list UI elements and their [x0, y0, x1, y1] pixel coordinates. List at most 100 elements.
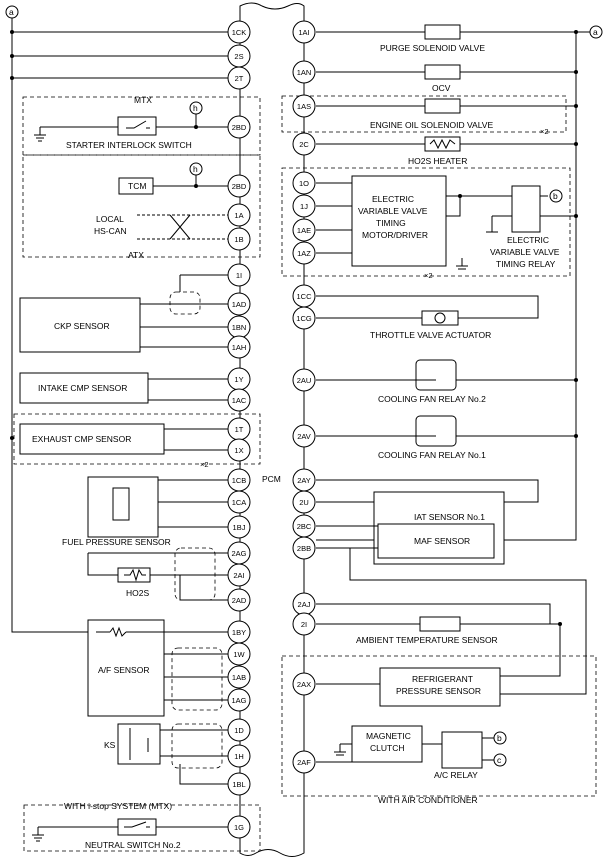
right-pin: 1AN	[292, 60, 316, 84]
left-pin-label: 2S	[234, 52, 243, 61]
left-pin: 1T	[227, 417, 251, 441]
svg-text:THROTTLE VALVE ACTUATOR: THROTTLE VALVE ACTUATOR	[370, 330, 491, 340]
svg-text:COOLING FAN RELAY No.1: COOLING FAN RELAY No.1	[378, 450, 486, 460]
left-pin-label: 1AB	[232, 673, 246, 682]
marker-a-left: a	[5, 5, 19, 19]
marker-a-right: a	[589, 25, 603, 39]
svg-text:ELECTRIC: ELECTRIC	[372, 194, 414, 204]
left-pin-label: 1AC	[232, 396, 247, 405]
right-pin-label: 2AU	[297, 376, 312, 385]
left-pin-label: 1B	[234, 235, 243, 244]
engine-oil-solenoid: ENGINE OIL SOLENOID VALVE ×2	[281, 95, 576, 136]
left-pin: 1CK	[227, 20, 251, 44]
right-pin-label: 1J	[300, 202, 308, 211]
left-pin-label: 1G	[234, 823, 244, 832]
left-pin-label: 1D	[234, 726, 244, 735]
right-pin: 1AE	[292, 218, 316, 242]
svg-text:WITH AIR CONDITIONER: WITH AIR CONDITIONER	[378, 795, 478, 805]
svg-text:EXHAUST CMP SENSOR: EXHAUST CMP SENSOR	[32, 434, 131, 444]
svg-text:COOLING FAN RELAY No.2: COOLING FAN RELAY No.2	[378, 394, 486, 404]
left-pin: 1BL	[227, 772, 251, 796]
right-pin-group: 1AI1AN1AS2C1O1J1AE1AZ1CC1CG2AU2AV2AY2U2B…	[292, 20, 316, 774]
right-pin: 1AZ	[292, 241, 316, 265]
svg-text:MAF SENSOR: MAF SENSOR	[414, 536, 470, 546]
right-pin-label: 2AJ	[298, 600, 311, 609]
left-pin: 2S	[227, 44, 251, 68]
left-pin-label: 1AH	[232, 343, 247, 352]
left-pin-label: 2AG	[231, 549, 246, 558]
ho2s-sensor: HO2S	[87, 547, 228, 601]
svg-text:PURGE SOLENOID VALVE: PURGE SOLENOID VALVE	[380, 43, 485, 53]
atx-group: TCM h LOCAL HS-CAN ATX	[22, 154, 261, 260]
left-pin-label: 1BL	[232, 780, 245, 789]
left-pin-label: 2BD	[232, 123, 247, 132]
right-pin-label: 1CG	[296, 314, 312, 323]
right-pin: 1O	[292, 171, 316, 195]
left-pin: 2T	[227, 66, 251, 90]
svg-text:ELECTRIC: ELECTRIC	[507, 235, 549, 245]
svg-text:b: b	[497, 733, 502, 743]
left-pin-label: 1BJ	[233, 523, 246, 532]
istop-group: WITH i-stop SYSTEM (MTX) NEUTRAL SWITCH …	[23, 801, 261, 852]
left-pin-label: 1CA	[232, 498, 247, 507]
left-pin-label: 2AI	[233, 571, 244, 580]
left-pin: 1AB	[227, 665, 251, 689]
air-conditioner-group: REFRIGERANT PRESSURE SENSOR MAGNETIC CLU…	[281, 624, 597, 805]
right-pin-label: 2AY	[297, 476, 311, 485]
left-pin-label: 1CK	[232, 28, 247, 37]
svg-text:TIMING RELAY: TIMING RELAY	[496, 259, 556, 269]
svg-text:×2: ×2	[424, 271, 433, 280]
svg-text:h: h	[193, 164, 198, 174]
right-pin: 1CG	[292, 306, 316, 330]
right-pin-label: 1O	[299, 179, 309, 188]
svg-text:INTAKE CMP SENSOR: INTAKE CMP SENSOR	[38, 383, 127, 393]
svg-text:×2: ×2	[200, 460, 209, 469]
left-pin-label: 1A	[234, 211, 243, 220]
svg-text:b: b	[553, 191, 558, 201]
right-pin-label: 1AN	[297, 68, 312, 77]
right-pin: 2BC	[292, 514, 316, 538]
left-pin-label: 1BY	[232, 628, 246, 637]
right-pin: 2AY	[292, 468, 316, 492]
right-pin: 2C	[292, 132, 316, 156]
right-pin-label: 2BB	[297, 544, 311, 553]
right-pin-label: 2AF	[297, 758, 311, 767]
right-pin: 2AV	[292, 424, 316, 448]
left-pin-label: 1CB	[232, 476, 247, 485]
svg-text:a: a	[9, 7, 14, 17]
left-pin: 1BN	[227, 315, 251, 339]
svg-text:A/F SENSOR: A/F SENSOR	[98, 665, 149, 675]
right-pin: 2AX	[292, 672, 316, 696]
svg-text:MAGNETIC: MAGNETIC	[366, 731, 411, 741]
svg-text:AMBIENT TEMPERATURE SENSOR: AMBIENT TEMPERATURE SENSOR	[356, 635, 498, 645]
right-pin: 1AS	[292, 94, 316, 118]
fuel-pressure-sensor: FUEL PRESSURE SENSOR	[62, 476, 228, 547]
neutral-switch	[117, 818, 157, 836]
svg-text:TIMING: TIMING	[376, 218, 406, 228]
left-pin-label: 1I	[236, 271, 242, 280]
left-pin: 1BY	[227, 620, 251, 644]
left-pin: 2BD	[227, 174, 251, 198]
left-pin: 1AC	[227, 388, 251, 412]
svg-text:a: a	[593, 27, 598, 37]
right-pin-label: 1AI	[298, 28, 309, 37]
right-pin-label: 1CC	[296, 292, 312, 301]
left-pin-group: 1CK2S2T2BD2BD1A1B1I1AD1BN1AH1Y1AC1T1X1CB…	[227, 20, 251, 839]
throttle-valve-actuator: THROTTLE VALVE ACTUATOR	[316, 295, 539, 340]
right-pin: 2AF	[292, 750, 316, 774]
left-pin-label: 2AD	[232, 596, 247, 605]
svg-text:VARIABLE VALVE: VARIABLE VALVE	[358, 206, 428, 216]
left-pin-label: 1BN	[232, 323, 247, 332]
right-pin-label: 2I	[301, 620, 307, 629]
left-pin-label: 1W	[233, 650, 245, 659]
ckp-sensor: CKP SENSOR	[19, 274, 228, 353]
svg-text:FUEL PRESSURE SENSOR: FUEL PRESSURE SENSOR	[62, 537, 171, 547]
svg-text:OCV: OCV	[432, 83, 451, 93]
right-pin-label: 1AE	[297, 226, 311, 235]
left-pin: 1Y	[227, 367, 251, 391]
svg-text:ENGINE OIL SOLENOID VALVE: ENGINE OIL SOLENOID VALVE	[370, 120, 493, 130]
hs-can-label: HS-CAN	[94, 226, 127, 236]
right-pin-label: 1AS	[297, 102, 311, 111]
right-pin: 1CC	[292, 284, 316, 308]
